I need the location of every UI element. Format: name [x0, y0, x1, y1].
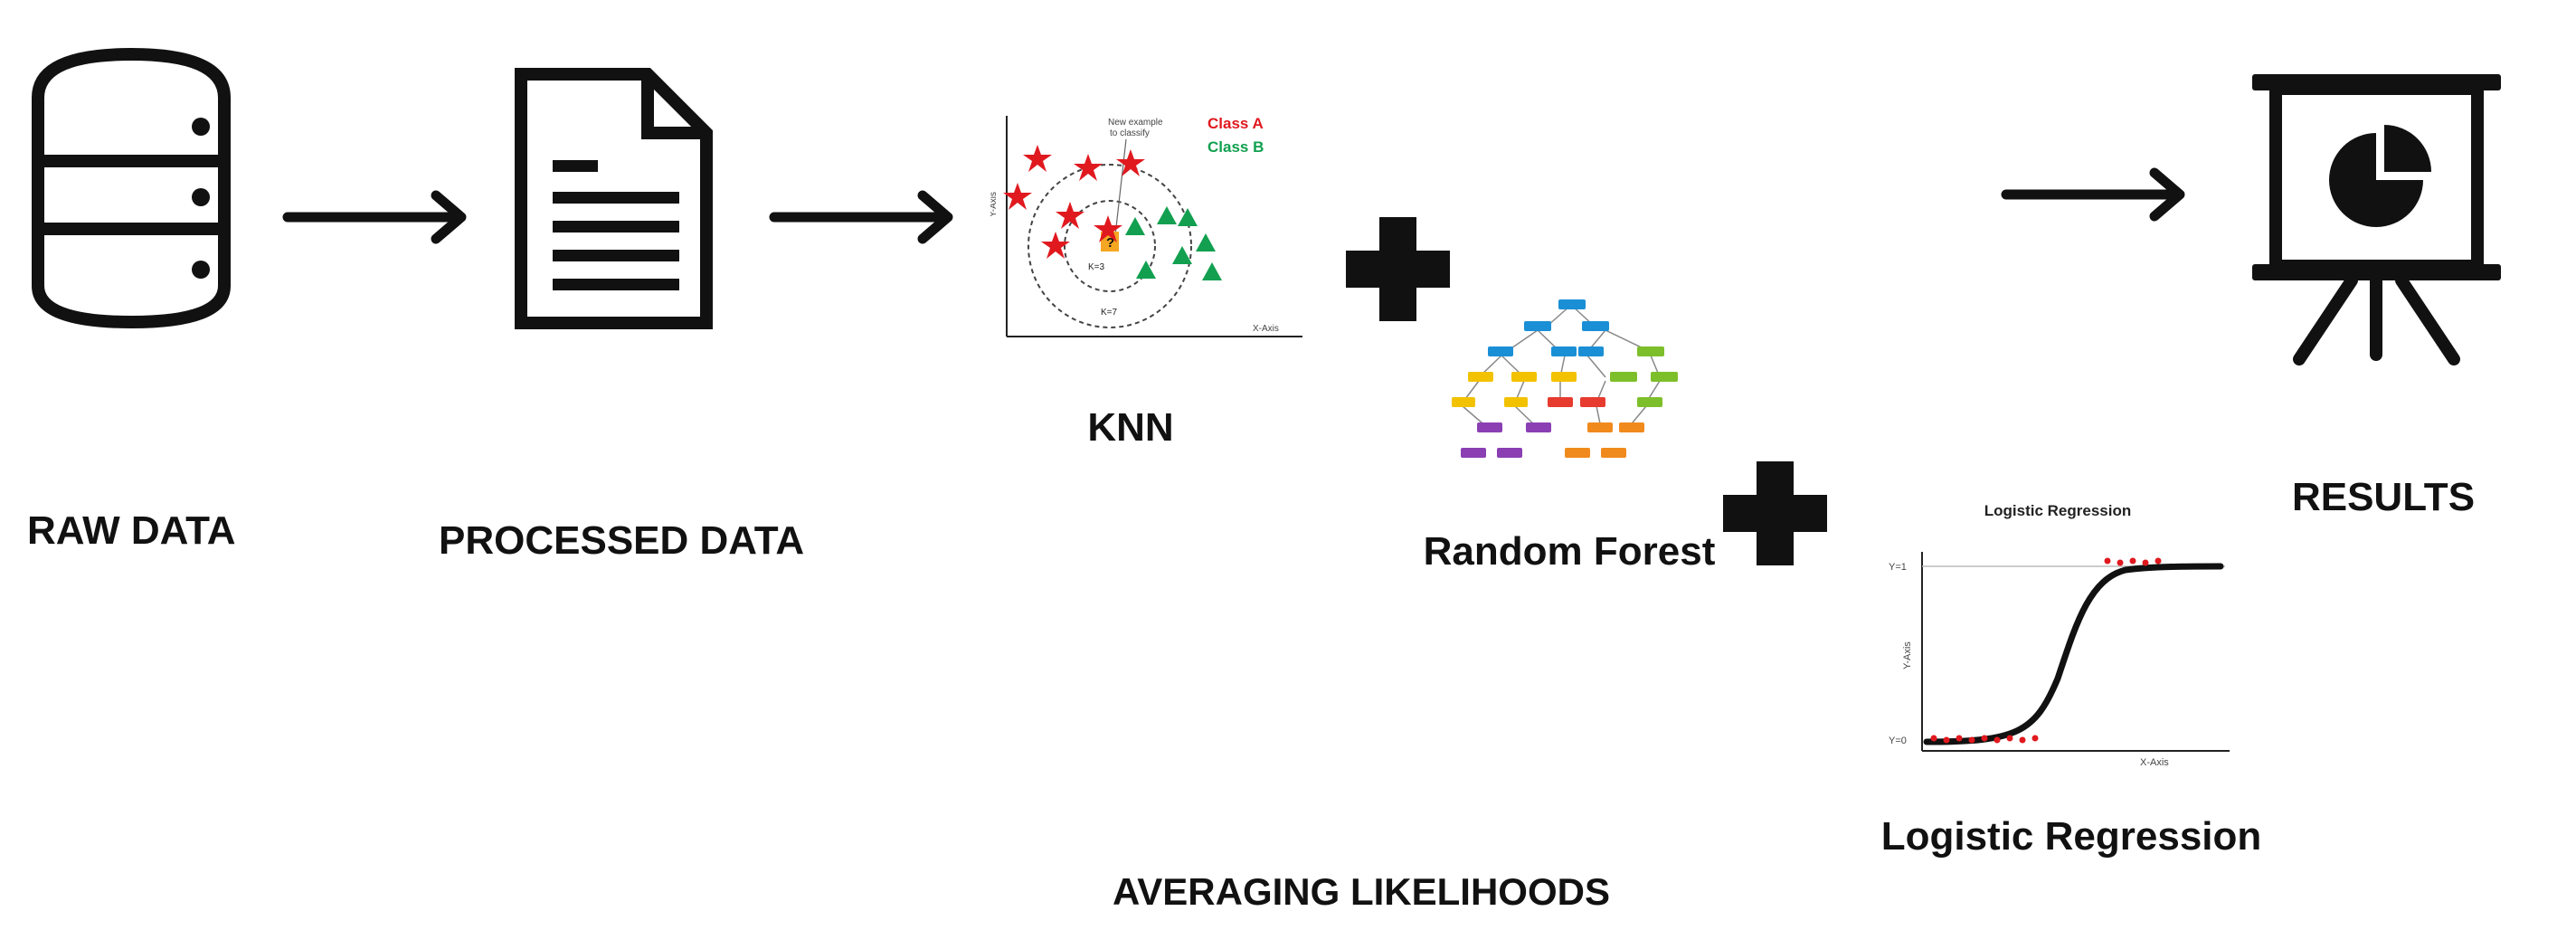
- knn-y-axis-label: Y-Axis: [990, 192, 999, 217]
- arrow-icon: [769, 190, 959, 244]
- arrow-icon: [282, 190, 472, 244]
- knn-k3-label: K=3: [1088, 262, 1105, 272]
- results-label: RESULTS: [2291, 475, 2476, 519]
- logreg-x-axis-label: X-Axis: [2140, 757, 2169, 768]
- knn-annotation-line1: New example: [1108, 118, 1163, 128]
- knn-annotation-line2: to classify: [1110, 128, 1150, 138]
- plus-icon: [1723, 461, 1827, 565]
- knn-x-axis-label: X-Axis: [1253, 324, 1279, 334]
- averaging-likelihoods-caption: AVERAGING LIKELIHOODS: [1113, 870, 1610, 913]
- knn-k7-label: K=7: [1101, 308, 1118, 318]
- arrow-icon: [2001, 167, 2191, 222]
- logistic-regression-label: Logistic Regression: [1880, 814, 2262, 859]
- knn-plot: Y-Axis X-Axis New example to classify Cl…: [990, 109, 1307, 348]
- logreg-plot-title: Logistic Regression: [1984, 502, 2131, 519]
- logreg-y1-label: Y=1: [1889, 562, 1907, 573]
- knn-class-b-label: Class B: [1208, 138, 1264, 156]
- plus-icon: [1346, 217, 1450, 321]
- database-icon: [27, 43, 235, 333]
- knn-label: KNN: [1087, 405, 1174, 450]
- processed-data-label: PROCESSED DATA: [439, 518, 805, 563]
- logreg-y0-label: Y=0: [1889, 735, 1907, 746]
- presentation-chart-icon: [2252, 65, 2501, 373]
- logistic-regression-plot: Logistic Regression Y=1 Y=0 Y-Axis X-Axi…: [1881, 489, 2234, 778]
- document-icon: [512, 65, 715, 332]
- logreg-y-axis-label: Y-Axis: [1902, 641, 1913, 669]
- raw-data-label: RAW DATA: [27, 508, 236, 553]
- random-forest-tree-icon: [1452, 294, 1691, 470]
- random-forest-label: Random Forest: [1423, 529, 1716, 574]
- knn-class-a-label: Class A: [1208, 115, 1264, 132]
- knn-query-label: ?: [1106, 235, 1114, 251]
